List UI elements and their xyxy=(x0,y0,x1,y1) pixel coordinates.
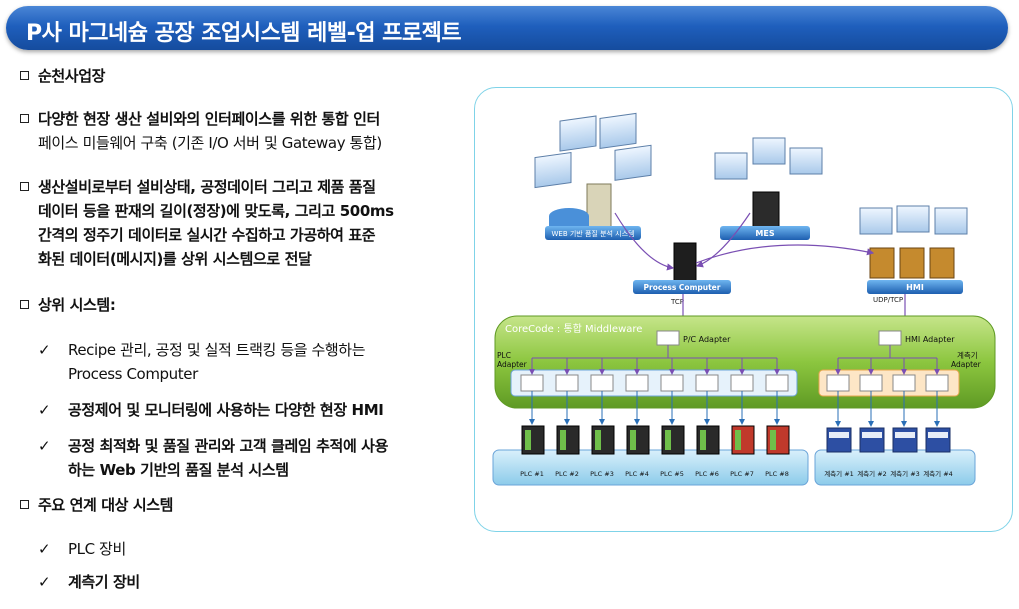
field-devices: PLC #1 PLC #2 PLC #3 PLC #4 PLC #5 PLC #6 PLC … xyxy=(520,425,953,478)
bullet-middleware: 다양한 현장 생산 설비와의 인터페이스를 위한 통합 인터 페이스 미들웨어 … xyxy=(20,107,382,155)
plc-label: PLC #8 xyxy=(765,470,789,478)
mes-platform xyxy=(720,226,810,240)
checkbox-square-icon xyxy=(20,114,29,123)
checkbox-square-icon xyxy=(20,500,29,509)
plc-label: PLC #2 xyxy=(555,470,579,478)
corecode-label: CoreCode : 통합 Middleware xyxy=(505,323,642,335)
hmi-terminals-icon xyxy=(869,247,955,279)
bullet-target-systems: 주요 연계 대상 시스템 xyxy=(20,493,173,517)
plc-adapter-icon xyxy=(520,374,544,392)
web-platform xyxy=(545,226,641,240)
plc-module-icon xyxy=(560,430,566,450)
plc-module-icon xyxy=(700,430,706,450)
plc-adapter-label-2: Adapter xyxy=(497,360,528,369)
mes-server-icon xyxy=(752,191,780,231)
meter-device-icon xyxy=(892,427,918,453)
hmi-label: HMI xyxy=(906,283,924,292)
plc-label: PLC #3 xyxy=(590,470,614,478)
plc-module-icon xyxy=(630,430,636,450)
plc-label: PLC #5 xyxy=(660,470,684,478)
meter-device-icon xyxy=(925,427,951,453)
meter-display-icon xyxy=(895,432,915,438)
check-item-web-quality: ✓ 공정 최적화 및 품질 관리와 고객 클레임 추적에 사용 하는 Web 기… xyxy=(38,434,388,482)
pc-adapter-label: P/C Adapter xyxy=(683,335,731,344)
meter-display-icon xyxy=(862,432,882,438)
hmi-platform xyxy=(867,280,963,294)
checkmark-icon: ✓ xyxy=(38,573,51,591)
meter-label: 계측기 #1 xyxy=(824,469,854,478)
checkbox-square-icon xyxy=(20,300,29,309)
web-server-icon xyxy=(549,183,612,229)
plc-adapter-icon xyxy=(765,374,789,392)
plc-adapter-icon xyxy=(660,374,684,392)
web-screens-icon xyxy=(534,112,652,189)
plc-adapter-icon xyxy=(555,374,579,392)
bullet-site: 순천사업장 xyxy=(20,64,105,88)
hmi-screens-icon xyxy=(859,205,968,235)
plc-label: PLC #1 xyxy=(520,470,544,478)
check-item-meter: ✓ 계측기 장비 xyxy=(38,570,140,594)
meter-adapter-bar xyxy=(818,369,960,397)
meter-adapter-icon xyxy=(859,374,883,392)
hmi-bus-line xyxy=(838,345,937,359)
meter-adapter-label-2: Adapter xyxy=(951,360,982,369)
checkbox-square-icon xyxy=(20,71,29,80)
meter-label: 계측기 #3 xyxy=(890,469,920,478)
plc-label: PLC #7 xyxy=(730,470,754,478)
plc-module-icon xyxy=(735,430,741,450)
checkmark-icon: ✓ xyxy=(38,540,51,558)
meter-adapter-icon xyxy=(826,374,850,392)
mes-label: MES xyxy=(755,229,774,238)
meter-device-icon xyxy=(859,427,885,453)
hmi-adapter-label: HMI Adapter xyxy=(905,335,955,344)
plc-adapter-label-1: PLC xyxy=(497,351,511,360)
meter-adapter-label-1: 계측기 xyxy=(957,350,978,360)
tcp-label: TCP xyxy=(670,298,684,306)
architecture-diagram-panel: WEB 기반 품질 분석 시스템 MES Process Computer TC… xyxy=(474,87,1013,532)
meter-adapter-icons xyxy=(826,374,949,392)
checkmark-icon: ✓ xyxy=(38,341,51,359)
plc-module-icon xyxy=(525,430,531,450)
meter-base xyxy=(814,449,976,486)
meter-device-icon xyxy=(826,427,852,453)
plc-base xyxy=(492,449,809,486)
bullet-upper-systems: 상위 시스템: xyxy=(20,293,116,317)
hmi-adapter-icon xyxy=(878,330,902,346)
meter-display-icon xyxy=(829,432,849,438)
process-computer-server-icon xyxy=(673,242,697,286)
pc-platform xyxy=(633,280,731,294)
meter-label: 계측기 #2 xyxy=(857,469,887,478)
bullet-data-collection: 생산설비로부터 설비상태, 공정데이터 그리고 제품 품질 데이터 등을 판재의… xyxy=(20,175,394,271)
plc-adapter-icon xyxy=(730,374,754,392)
pc-bus-line xyxy=(532,345,777,359)
check-item-process-computer: ✓ Recipe 관리, 공정 및 실적 트랙킹 등을 수행하는 Process… xyxy=(38,338,365,386)
architecture-diagram: WEB 기반 품질 분석 시스템 MES Process Computer TC… xyxy=(492,112,996,486)
pc-adapter-icon xyxy=(656,330,680,346)
meter-label: 계측기 #4 xyxy=(923,469,953,478)
meter-adapter-icon xyxy=(892,374,916,392)
checkmark-icon: ✓ xyxy=(38,437,51,455)
plc-adapter-icon xyxy=(590,374,614,392)
plc-adapter-icon xyxy=(695,374,719,392)
plc-adapter-bar xyxy=(510,369,798,397)
plc-label: PLC #4 xyxy=(625,470,649,478)
title-bar: P사 마그네슘 공장 조업시스템 레벨-업 프로젝트 xyxy=(6,6,1008,50)
checkbox-square-icon xyxy=(20,182,29,191)
plc-module-icon xyxy=(665,430,671,450)
page-title: P사 마그네슘 공장 조업시스템 레벨-업 프로젝트 xyxy=(26,21,462,46)
plc-adapter-icon xyxy=(625,374,649,392)
plc-module-icon xyxy=(770,430,776,450)
check-item-hmi: ✓ 공정제어 및 모니터링에 사용하는 다양한 현장 HMI xyxy=(38,398,384,422)
plc-label: PLC #6 xyxy=(695,470,719,478)
plc-module-icon xyxy=(595,430,601,450)
pc-label: Process Computer xyxy=(644,283,721,292)
udp-tcp-label: UDP/TCP xyxy=(873,296,903,304)
meter-adapter-icon xyxy=(925,374,949,392)
check-item-plc: ✓ PLC 장비 xyxy=(38,537,126,561)
mes-screens-icon xyxy=(714,137,823,180)
checkmark-icon: ✓ xyxy=(38,401,51,419)
web-label: WEB 기반 품질 분석 시스템 xyxy=(551,229,634,238)
adapter-bus-lines xyxy=(529,345,940,427)
meter-display-icon xyxy=(928,432,948,438)
